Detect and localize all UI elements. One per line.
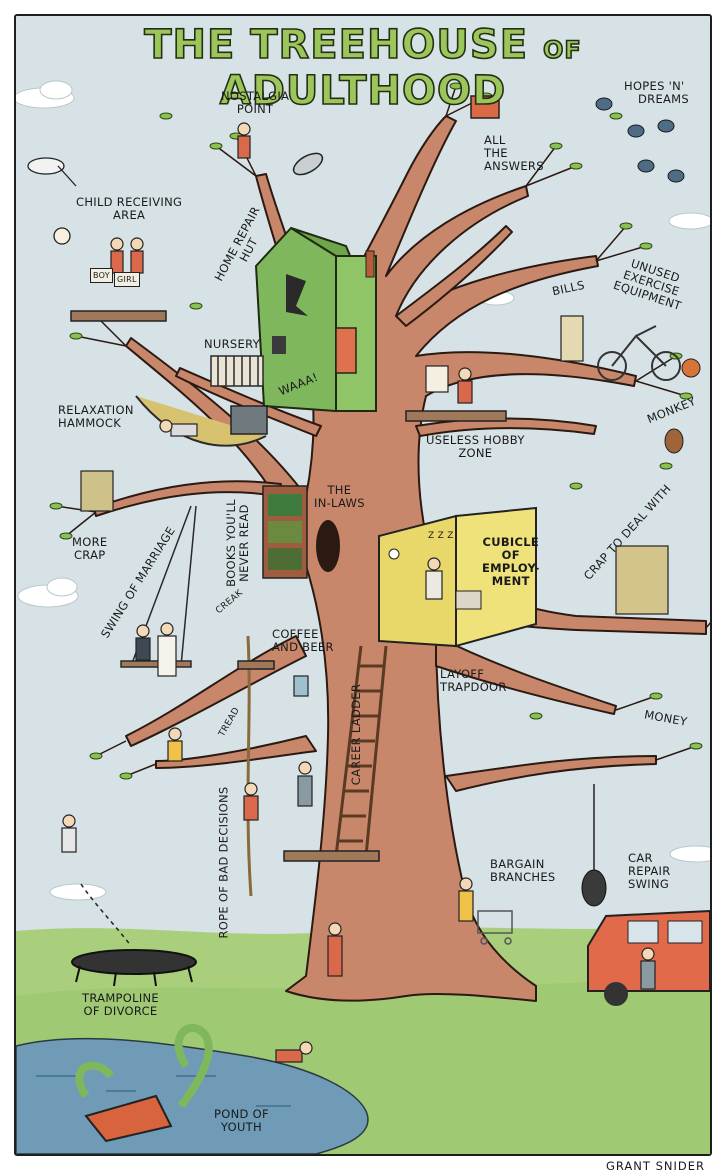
sinking-boat-tentacles [75,1024,213,1143]
child-platform [70,310,167,322]
satellite-dish [292,152,324,176]
in-laws-hole [316,520,340,572]
label-nursery: NURSERY [204,337,260,351]
cubicle-of-employment [378,506,537,648]
people [61,122,656,1063]
stork [27,157,77,245]
hobby-platform [405,365,507,422]
treehouse-illustration [16,16,710,1154]
birds [595,97,685,183]
artist-credit: GRANT SNIDER [606,1159,705,1173]
crap-pile-left [80,470,114,512]
sign-boy: BOY [90,268,113,283]
crap-pile-right [615,545,669,615]
label-career-ladder: CAREER LADDER [349,683,364,786]
label-hopes-n-dreams: HOPES 'N'DREAMS [624,79,690,106]
career-ladder [334,645,388,857]
basketball [681,358,701,378]
nursery-crib [210,355,264,387]
title-part2: ADULTHOOD [219,67,507,115]
tire-swing [581,784,607,907]
tv [230,405,268,435]
title-of: OF [542,35,582,65]
bills-stack [560,315,584,362]
monkey-figure [664,428,684,454]
trampoline-arc [80,883,132,947]
exercise-bike [597,325,681,381]
comic-title: THE TREEHOUSE OF ADULTHOOD [16,21,710,115]
shopping-cart [477,910,513,945]
coffee-table [237,660,275,670]
trampoline [71,949,197,987]
bookshelf [262,485,308,579]
answers-box [470,95,500,119]
sign-girl: GIRL [114,272,140,287]
leaves [49,82,703,780]
clouds [16,80,710,901]
label-rope-of-bad-decisions: ROPE OF BAD DECISIONS [216,786,231,939]
title-part1: THE TREEHOUSE [143,21,529,69]
label-zzz: Z Z Z [428,531,454,541]
platform-lower [283,850,380,862]
